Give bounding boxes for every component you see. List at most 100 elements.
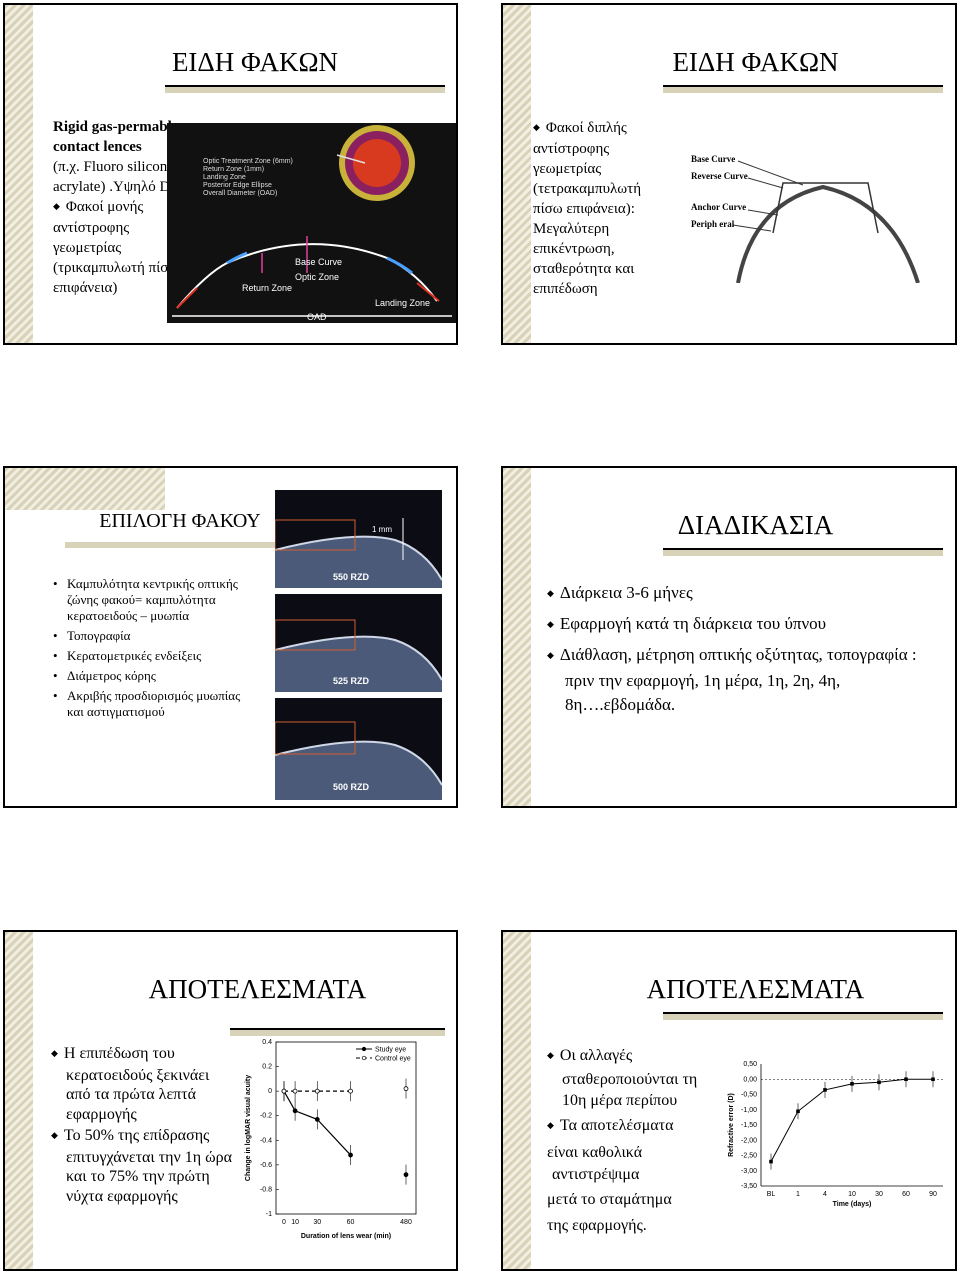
legend-label: Control eye (375, 1056, 411, 1063)
decor-stripe (5, 5, 33, 343)
x-tick-label: 1 (796, 1191, 800, 1198)
text-line: αντιστρέψιμα (552, 1165, 640, 1183)
title-bar (663, 87, 943, 93)
title-bar (165, 87, 445, 93)
legend-label: Study eye (375, 1047, 406, 1054)
x-tick-label: 4 (823, 1191, 827, 1198)
cornea-arc (736, 184, 920, 283)
y-tick-label: -2,50 (741, 1153, 757, 1160)
data-point (314, 1088, 320, 1094)
criteria-list: Καμπυλότητα κεντρικής οπτικής ζώνης φακο… (53, 576, 243, 720)
label-optic-zone: Optic Zone (295, 272, 339, 282)
refraction-chart: 0,500,00-0,50-1,00-1,50-2,00-2,50-3,00-3… (728, 1061, 943, 1208)
slide-title: ΕΙΔΗ ΦΑΚΩΝ (672, 47, 839, 77)
y-tick-label: -1 (266, 1211, 272, 1218)
legend-marker (361, 1055, 367, 1061)
label-peripheral: Periph eral (691, 219, 735, 229)
text-line: της εφαρμογής. (547, 1216, 647, 1234)
title-bar (65, 542, 275, 548)
procedure-list: Διάρκεια 3-6 μήνες Εφαρμογή κατά τη διάρ… (547, 581, 937, 717)
slide-6: ΑΠΟΤΕΛΕΣΜΑΤΑ Οι αλλαγές σταθεροποιούνται… (501, 930, 957, 1271)
y-tick-label: 0 (268, 1088, 272, 1095)
data-point (877, 1080, 881, 1085)
data-point (403, 1086, 409, 1092)
list-item: Η επιπέδωση του κερατοειδούς ξεκινάει απ… (51, 1044, 236, 1124)
x-tick-label: 30 (875, 1191, 883, 1198)
y-tick-label: 0,50 (743, 1061, 757, 1068)
x-tick-label: 90 (929, 1191, 937, 1198)
x-tick-label: 30 (313, 1219, 321, 1226)
x-axis-label: Duration of lens wear (min) (301, 1233, 391, 1240)
data-point (850, 1082, 854, 1086)
lens-outline (772, 182, 879, 234)
results-text: Οι αλλαγές σταθεροποιούνται τη 10η μέρα … (547, 1045, 722, 1236)
lens-diagram-svg: Optic Treatment Zone (6mm) Return Zone (… (172, 125, 452, 322)
title-underline (165, 85, 445, 87)
lens-type-bold: Rigid gas-permable contact lences (53, 119, 179, 155)
slide-title: ΔΙΑΔΙΚΑΣΙΑ (677, 510, 834, 540)
y-tick-label: -0.6 (260, 1162, 272, 1169)
title-bar (230, 1030, 445, 1036)
decor-stripe (503, 932, 531, 1269)
list-item: Διάθλαση, μέτρηση οπτικής οξύτητας, τοπο… (547, 643, 937, 717)
list-item: Διάμετρος κόρης (53, 668, 243, 684)
y-tick-label: -3,50 (741, 1183, 757, 1190)
bullet-text: Φακοί μονής αντίστροφης γεωμετρίας (τρικ… (53, 199, 178, 296)
oct-images-svg: 1 mm 550 RZD 525 RZD 500 RZD (274, 490, 443, 800)
title-underline (663, 1012, 943, 1014)
label-base-curve: Base Curve (295, 257, 342, 267)
x-tick-label: 10 (848, 1191, 856, 1198)
lens-optic-zone (353, 139, 401, 187)
slide-1: ΕΙΔΗ ΦΑΚΩΝ Rigid gas-permable contact le… (3, 3, 458, 345)
title-underline (230, 1028, 445, 1030)
list-item: Το 50% της επίδρασης επιτυγχάνεται την 1… (51, 1126, 236, 1206)
data-point (314, 1117, 320, 1122)
label-550: 550 RZD (333, 572, 370, 582)
lens-diagram: Optic Treatment Zone (6mm) Return Zone (… (167, 123, 456, 323)
title-underline (663, 85, 943, 87)
text-line: είναι καθολικά (547, 1144, 643, 1161)
data-point (796, 1109, 800, 1114)
label-landing-zone: Landing Zone (375, 298, 430, 308)
slide-4: ΔΙΑΔΙΚΑΣΙΑ Διάρκεια 3-6 μήνες Εφαρμογή κ… (501, 466, 957, 808)
x-axis-label: Time (days) (833, 1201, 872, 1208)
slide-title: ΑΠΟΤΕΛΕΣΜΑΤΑ (646, 974, 865, 1004)
y-tick-label: -0,50 (741, 1092, 757, 1099)
y-tick-label: 0.2 (262, 1064, 272, 1071)
y-axis-label: Refractive error (D) (728, 1093, 735, 1157)
data-point (348, 1088, 353, 1094)
x-tick-label: 10 (291, 1219, 299, 1226)
label-reverse-curve: Reverse Curve (691, 171, 748, 181)
y-tick-label: -0.2 (260, 1113, 272, 1120)
data-point (904, 1077, 908, 1082)
legend-4: Posterior Edge Ellipse (203, 182, 272, 189)
label-500: 500 RZD (333, 782, 370, 792)
results-list: Η επιπέδωση του κερατοειδούς ξεκινάει απ… (51, 1044, 236, 1206)
label-oad: OAD (307, 312, 327, 322)
label-1mm: 1 mm (372, 525, 392, 534)
y-tick-label: -0.4 (260, 1137, 272, 1144)
bullet-text: Φακοί διπλής αντίστροφης γεωμετρίας (τετ… (533, 118, 668, 299)
data-point (403, 1172, 409, 1178)
x-tick-label: 0 (282, 1219, 286, 1226)
decor-stripe (503, 5, 531, 343)
data-point (281, 1088, 287, 1094)
label-base-curve: Base Curve (691, 154, 735, 164)
label-anchor-curve: Anchor Curve (691, 202, 746, 212)
data-point (348, 1152, 353, 1158)
title-underline (663, 548, 943, 550)
legend-3: Landing Zone (203, 174, 246, 181)
plot-frame (275, 1041, 417, 1215)
lens-material: (π.χ. Fluoro silicone acrylate) .Υψηλό D… (53, 159, 182, 195)
label-return-zone: Return Zone (242, 283, 292, 293)
oct-image-stack: 1 mm 550 RZD 525 RZD 500 RZD (274, 490, 443, 800)
red-arrow-icon (416, 282, 440, 302)
slide-title: ΑΠΟΤΕΛΕΣΜΑΤΑ (148, 974, 367, 1004)
bullet-item: Φακοί διπλής αντίστροφης γεωμετρίας (τετ… (533, 120, 641, 297)
decor-stripe (503, 468, 531, 806)
x-tick-label: 60 (902, 1191, 910, 1198)
y-tick-label: -1,00 (741, 1107, 757, 1114)
data-point (769, 1159, 773, 1164)
y-tick-label: 0,00 (743, 1076, 757, 1083)
